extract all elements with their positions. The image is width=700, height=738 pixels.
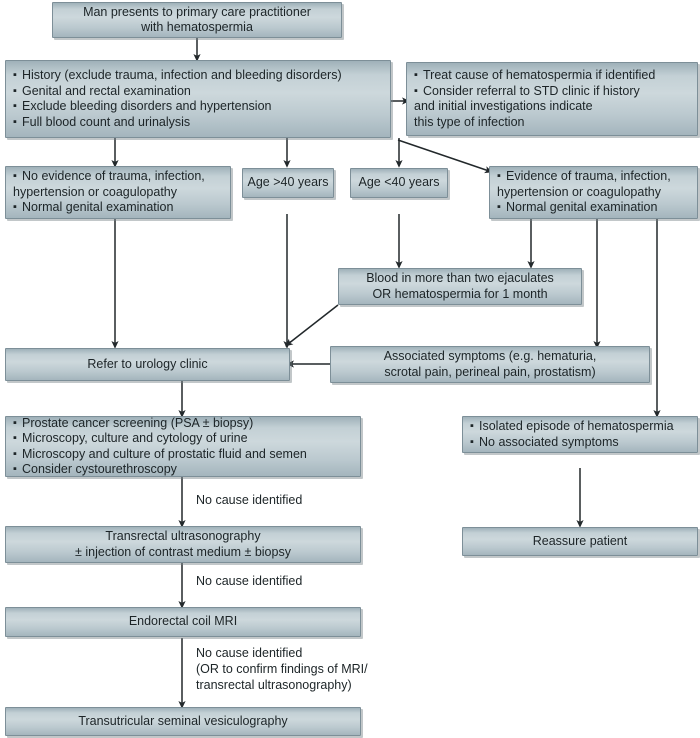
edge-label-line: No cause identified (196, 646, 303, 660)
node-transrectal-us: Transrectal ultrasonography ± injection … (5, 526, 361, 563)
node-refer-urology: Refer to urology clinic (5, 348, 290, 381)
node-line: Normal genital examination (497, 200, 657, 216)
node-line: History (exclude trauma, infection and b… (13, 68, 342, 84)
node-line: Consider referral to STD clinic if histo… (414, 84, 640, 100)
edge-label-no-cause-3: No cause identified (OR to confirm findi… (196, 645, 368, 693)
node-line: Exclude bleeding disorders and hypertens… (13, 99, 271, 115)
node-line: OR hematospermia for 1 month (372, 286, 548, 301)
edge-label-no-cause-2: No cause identified (196, 573, 302, 589)
node-line: ± injection of contrast medium ± biopsy (75, 544, 291, 559)
node-evidence-of-trauma: Evidence of trauma, infection, hypertens… (489, 166, 698, 219)
node-blood-two-ejaculates: Blood in more than two ejaculates OR hem… (338, 268, 582, 305)
node-line: Consider cystourethroscopy (13, 462, 177, 478)
edge-label-line: No cause identified (196, 493, 303, 507)
node-treat-cause: Treat cause of hematospermia if identifi… (406, 62, 698, 136)
node-line: Transrectal ultrasonography (105, 529, 261, 543)
node-no-evidence: No evidence of trauma, infection, hypert… (5, 166, 231, 219)
node-line: Isolated episode of hematospermia (470, 419, 674, 435)
node-endorectal-mri: Endorectal coil MRI (5, 607, 361, 637)
node-line: Normal genital examination (13, 200, 173, 216)
node-line: Microscopy and culture of prostatic flui… (13, 447, 307, 463)
node-line: Man presents to primary care practitione… (83, 4, 311, 19)
node-line: this type of infection (414, 114, 525, 129)
node-isolated-episode: Isolated episode of hematospermia No ass… (462, 416, 698, 453)
node-line: Associated symptoms (e.g. hematuria, (383, 349, 597, 363)
node-line: Microscopy, culture and cytology of urin… (13, 431, 248, 447)
node-line: Treat cause of hematospermia if identifi… (414, 68, 655, 84)
edge-label-line: (OR to confirm findings of MRI/ (196, 662, 368, 676)
node-line: Transutricular seminal vesiculography (78, 713, 288, 728)
node-screening-workup: Prostate cancer screening (PSA ± biopsy)… (5, 416, 361, 477)
node-line: hypertension or coagulopathy (497, 184, 662, 199)
node-initial-assessment: History (exclude trauma, infection and b… (5, 60, 391, 138)
node-seminal-vesiculography: Transutricular seminal vesiculography (5, 707, 361, 736)
node-line: Refer to urology clinic (87, 356, 208, 371)
node-line: Full blood count and urinalysis (13, 115, 190, 131)
node-line: No associated symptoms (470, 435, 619, 451)
edge-label-line: No cause identified (196, 574, 303, 588)
node-line: Evidence of trauma, infection, (497, 169, 671, 185)
node-line: Prostate cancer screening (PSA ± biopsy) (13, 416, 253, 432)
node-line: scrotal pain, perineal pain, prostatism) (384, 364, 596, 379)
node-line: Age >40 years (247, 175, 329, 190)
node-line: Genital and rectal examination (13, 84, 191, 100)
node-line: Blood in more than two ejaculates (366, 271, 554, 285)
node-line: No evidence of trauma, infection, (13, 169, 205, 185)
node-line: and initial investigations indicate (414, 99, 593, 113)
node-line: Age <40 years (358, 175, 440, 190)
node-presentation: Man presents to primary care practitione… (52, 2, 342, 38)
node-line: Endorectal coil MRI (128, 614, 238, 629)
node-associated-symptoms: Associated symptoms (e.g. hematuria, scr… (330, 346, 650, 383)
node-line: hypertension or coagulopathy (13, 184, 178, 199)
node-reassure-patient: Reassure patient (462, 527, 698, 556)
edge-label-no-cause-1: No cause identified (196, 492, 302, 508)
node-age-under-40: Age <40 years (350, 168, 448, 198)
edge-label-line: transrectal ultrasonography) (196, 678, 352, 692)
node-age-over-40: Age >40 years (242, 168, 334, 198)
node-line: with hematospermia (141, 20, 253, 34)
node-line: Reassure patient (532, 533, 628, 548)
